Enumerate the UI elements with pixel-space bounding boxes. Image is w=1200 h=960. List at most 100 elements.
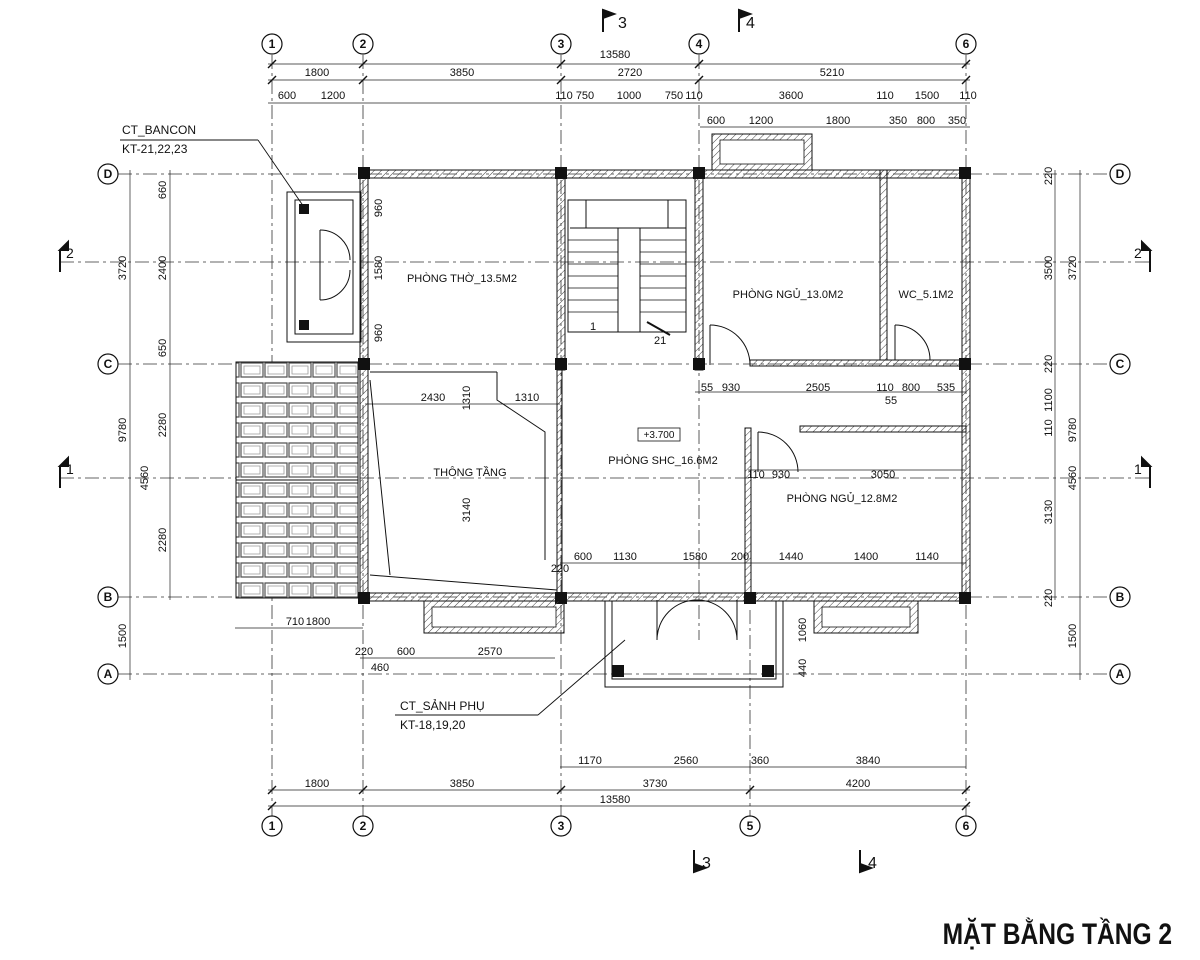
dim-bottom-1-a: 1170 [578, 755, 602, 767]
dim-top-2-f: 750 [665, 90, 683, 102]
dim-c-a: 55 [701, 382, 713, 394]
dim-b-a: 2430 [421, 392, 445, 404]
grid-label-a-right: A [1116, 667, 1125, 681]
dim-right-inner-e: 110 [1043, 419, 1055, 437]
dim-top-2-i: 110 [876, 90, 894, 102]
room-thong-tang: THÔNG TẦNG [433, 466, 506, 479]
dim-right-inner-d: 1100 [1043, 388, 1055, 412]
dim-left-inner-c: 650 [157, 339, 169, 357]
dim-f-c: 220 [355, 646, 373, 658]
room-wc: WC_5.1M2 [898, 289, 953, 301]
grid-label-1-bottom: 1 [269, 819, 276, 833]
balcony [286, 191, 362, 343]
grid-label-3-top: 3 [558, 37, 565, 51]
grid-bubbles-top [97, 33, 1131, 837]
section-mark-3-top: 3 [618, 15, 627, 32]
dim-left-inner-e: 4560 [139, 466, 151, 490]
dim-top-2-e: 1000 [617, 90, 641, 102]
grid-label-1-top: 1 [269, 37, 276, 51]
dim-top-3-e: 800 [917, 115, 935, 127]
grid-label-b-left: B [104, 590, 113, 604]
grid-label-2-top: 2 [360, 37, 367, 51]
dim-b-d: 3140 [461, 498, 473, 522]
stair-treads [568, 239, 686, 336]
dim-left-inner-a: 660 [157, 181, 169, 199]
dim-top-3-a: 600 [707, 115, 725, 127]
section-mark-3-bottom: 3 [702, 855, 711, 872]
dim-top-3-c: 1800 [826, 115, 850, 127]
grid-label-b-right: B [1116, 590, 1125, 604]
dim-d-c: 3050 [871, 469, 895, 481]
interior-doors [369, 324, 931, 591]
dim-right-outer-b: 9780 [1067, 418, 1079, 442]
dim-bottom-2-a: 1800 [305, 778, 329, 790]
dim-left-inner-d: 2280 [157, 413, 169, 437]
dim-right-inner-f: 4560 [1067, 466, 1079, 490]
dim-left-inner-b: 2400 [157, 256, 169, 280]
dim-top-2-d: 750 [576, 90, 594, 102]
drawing-title: MẶT BẰNG TẦNG 2 [943, 917, 1173, 951]
dim-top-1-b: 3850 [450, 67, 474, 79]
dim-b-c: 1310 [515, 392, 539, 404]
stair-up-mark: 1 [590, 321, 596, 333]
dim-f-d: 600 [397, 646, 415, 658]
level-mark: +3.700 [644, 430, 675, 441]
dim-top-3-b: 1200 [749, 115, 773, 127]
dim-e-f: 1400 [854, 551, 878, 563]
dim-c-b: 930 [722, 382, 740, 394]
dim-top-2-g: 110 [685, 90, 703, 102]
staircase [567, 199, 687, 333]
dim-left-outer-a: 3720 [117, 256, 129, 280]
callout-leaders [120, 139, 626, 716]
dim-left-outer-b: 9780 [117, 418, 129, 442]
dim-top-2-c: 110 [555, 90, 573, 102]
grid-label-6-bottom: 6 [963, 819, 970, 833]
room-phong-ngu-1: PHÒNG NGỦ_13.0M2 [733, 288, 844, 301]
callout-sanh-title: CT_SẢNH PHỤ [400, 698, 485, 713]
dim-a-a: 960 [373, 199, 385, 217]
dim-left-inner-f: 2280 [157, 528, 169, 552]
grid-label-6-top: 6 [963, 37, 970, 51]
dim-c-e: 800 [902, 382, 920, 394]
dim-right-inner-h: 220 [1043, 589, 1055, 607]
grid-label-d-left: D [104, 167, 113, 181]
dim-left-outer-c: 1500 [117, 624, 129, 648]
dim-f-h: 440 [797, 659, 809, 677]
dim-bottom-total: 13580 [600, 794, 631, 806]
dim-right-outer-c: 1500 [1067, 624, 1079, 648]
dim-e-e: 1440 [779, 551, 803, 563]
callout-sanh-ref: KT-18,19,20 [400, 718, 466, 732]
grid-label-a-left: A [104, 667, 113, 681]
dim-right-inner-a: 220 [1043, 167, 1055, 185]
dim-bottom-1-c: 360 [751, 755, 769, 767]
dim-f-b: 1800 [306, 616, 330, 628]
grid-label-2-bottom: 2 [360, 819, 367, 833]
dim-b-b: 1310 [461, 386, 473, 410]
dim-e-g: 1140 [915, 551, 939, 563]
dim-top-2-h: 3600 [779, 90, 803, 102]
dim-right-outer-a: 3720 [1067, 256, 1079, 280]
section-mark-2-left: 2 [66, 245, 74, 261]
dim-f-f: 460 [371, 662, 389, 674]
dim-c-c: 2505 [806, 382, 830, 394]
dim-e-a: 600 [574, 551, 592, 563]
dim-f-e: 2570 [478, 646, 502, 658]
dim-a-c: 960 [373, 324, 385, 342]
dim-c-d: 110 [876, 382, 894, 394]
grid-label-c-right: C [1116, 357, 1125, 371]
dim-top-3-d: 350 [889, 115, 907, 127]
dim-top-1-a: 1800 [305, 67, 329, 79]
dim-a-b: 1580 [373, 256, 385, 280]
dim-right-inner-b: 3500 [1043, 256, 1055, 280]
dim-top-2-j: 1500 [915, 90, 939, 102]
grid-label-3-bottom: 3 [558, 819, 565, 833]
dim-c-f: 535 [937, 382, 955, 394]
dim-bottom-1-d: 3840 [856, 755, 880, 767]
dim-bottom-2-d: 4200 [846, 778, 870, 790]
columns [299, 167, 971, 677]
dim-top-total: 13580 [600, 49, 631, 61]
window-openings [431, 139, 911, 628]
dim-f-g: 1060 [797, 618, 809, 642]
dim-c-g: 55 [885, 395, 897, 407]
